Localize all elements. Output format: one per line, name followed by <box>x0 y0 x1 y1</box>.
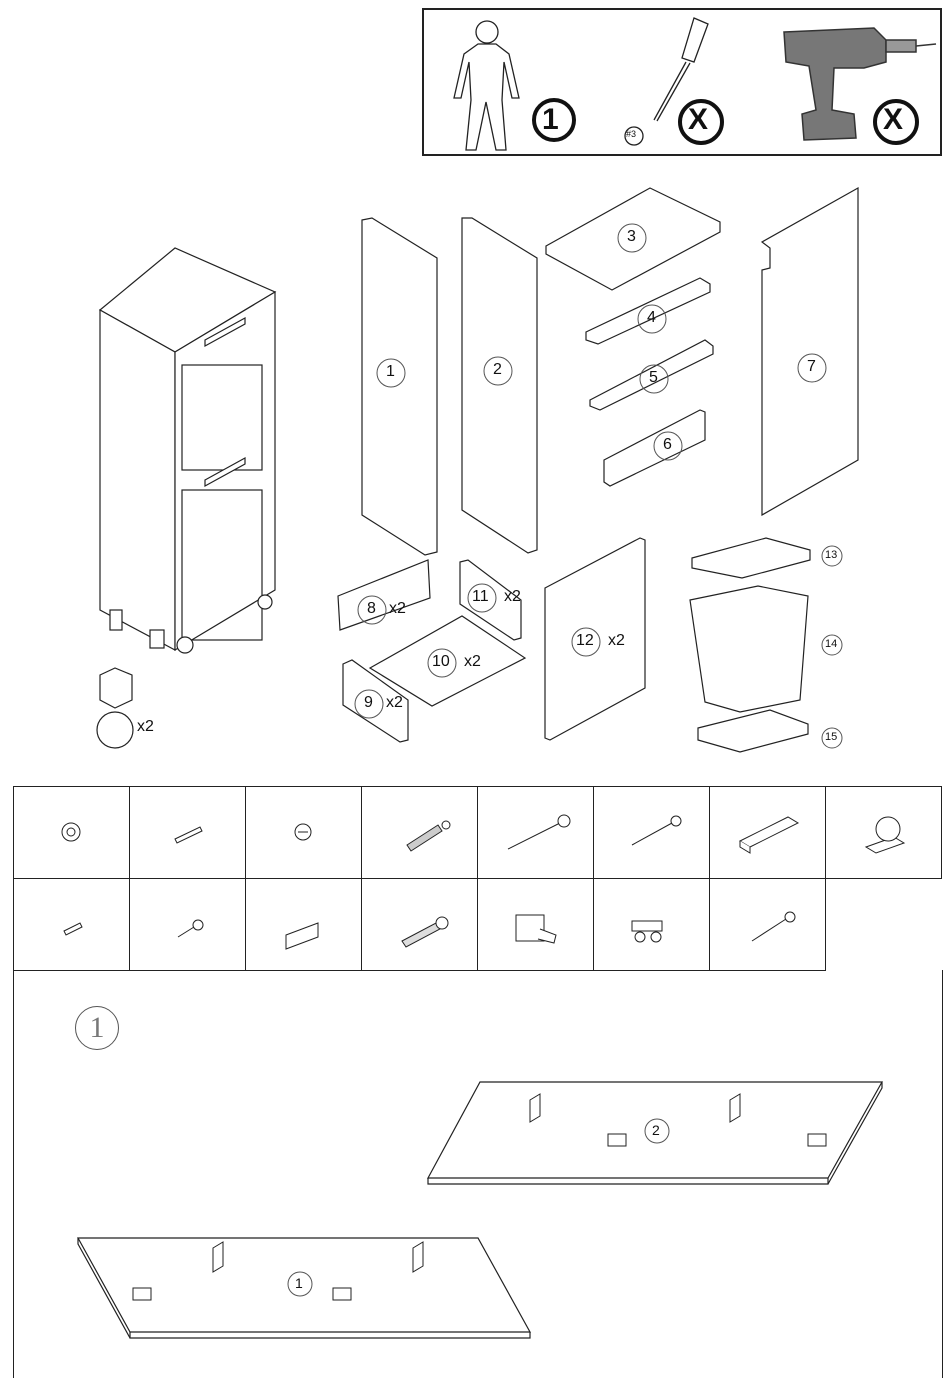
hardware-row <box>14 787 942 879</box>
long-wood-screw-icon <box>508 815 570 849</box>
part-label-15: 15 <box>825 731 837 743</box>
screwdriver-mark: X <box>688 103 708 137</box>
step-panel-2-label: 2 <box>652 1122 660 1138</box>
small-dowel-icon <box>64 923 82 935</box>
caster-wheel-icon <box>866 817 904 853</box>
anchor-plug-icon <box>402 917 448 947</box>
catch-fitting <box>133 1288 151 1300</box>
part-label-8: 8 <box>367 600 376 618</box>
catch-fitting <box>808 1134 826 1146</box>
part-label-9: 9 <box>364 694 373 712</box>
part-label-3: 3 <box>627 228 636 246</box>
catch-fitting <box>333 1288 351 1300</box>
part-label-13: 13 <box>825 549 837 561</box>
drill-mark: X <box>883 103 903 137</box>
screwdriver-size: #3 <box>626 129 636 139</box>
shelf-bracket-icon <box>740 817 798 853</box>
hardware-row <box>14 879 942 971</box>
part-label-2: 2 <box>493 361 502 379</box>
hinge-plate-icon <box>286 923 318 949</box>
dowel-pin-icon <box>175 827 202 843</box>
bin-14-drawing <box>690 586 808 712</box>
part-label-10: 10 <box>432 653 450 671</box>
part-label-5: 5 <box>649 369 658 387</box>
assembled-cabinet-drawing <box>100 248 275 653</box>
part-label-8-qty: x2 <box>389 600 406 618</box>
feet-qty: x2 <box>137 718 154 736</box>
requirements-illustration <box>424 10 944 158</box>
part-label-12: 12 <box>576 632 594 650</box>
drawer-catch-icon <box>516 915 556 943</box>
people-count: 1 <box>542 103 559 137</box>
door-frame-12-drawing <box>545 538 645 740</box>
part-label-14: 14 <box>825 638 837 650</box>
power-drill-icon <box>784 28 936 140</box>
cam-lock-small-icon <box>295 824 311 840</box>
medium-wood-screw-icon <box>632 816 681 845</box>
part-label-1: 1 <box>386 363 395 381</box>
double-caster-icon <box>632 921 662 942</box>
part-label-10-qty: x2 <box>464 653 481 671</box>
tray-15-drawing <box>698 710 808 752</box>
wall-plug-screw-icon <box>407 821 450 851</box>
part-label-11: 11 <box>472 588 489 606</box>
short-screw-icon <box>178 920 203 937</box>
part-label-4: 4 <box>647 309 656 327</box>
foot-part-drawing <box>97 668 133 748</box>
parts-diagram <box>0 160 950 780</box>
part-label-11-qty: x2 <box>504 588 521 606</box>
step-1-diagram <box>0 1060 950 1378</box>
step-number-badge: 1 <box>75 1006 119 1050</box>
panel-2-drawing <box>462 218 537 553</box>
step-number: 1 <box>90 1011 105 1044</box>
small-wood-screw-icon <box>752 912 795 941</box>
part-label-9-qty: x2 <box>386 694 403 712</box>
panel-1-drawing <box>362 218 437 555</box>
part-label-6: 6 <box>663 436 672 454</box>
back-panel-7-drawing <box>762 188 858 515</box>
cam-lock-icon <box>62 823 80 841</box>
tray-13-drawing <box>692 538 810 578</box>
person-icon <box>454 21 519 150</box>
step-panel-1-label: 1 <box>295 1275 303 1291</box>
panel-1-flat-drawing <box>78 1238 530 1332</box>
catch-fitting <box>608 1134 626 1146</box>
board-8-drawing <box>338 560 430 630</box>
part-label-7: 7 <box>807 358 816 376</box>
part-label-12-qty: x2 <box>608 632 625 650</box>
hardware-table <box>13 786 942 971</box>
requirements-box: 1 #3 X X <box>422 8 942 156</box>
